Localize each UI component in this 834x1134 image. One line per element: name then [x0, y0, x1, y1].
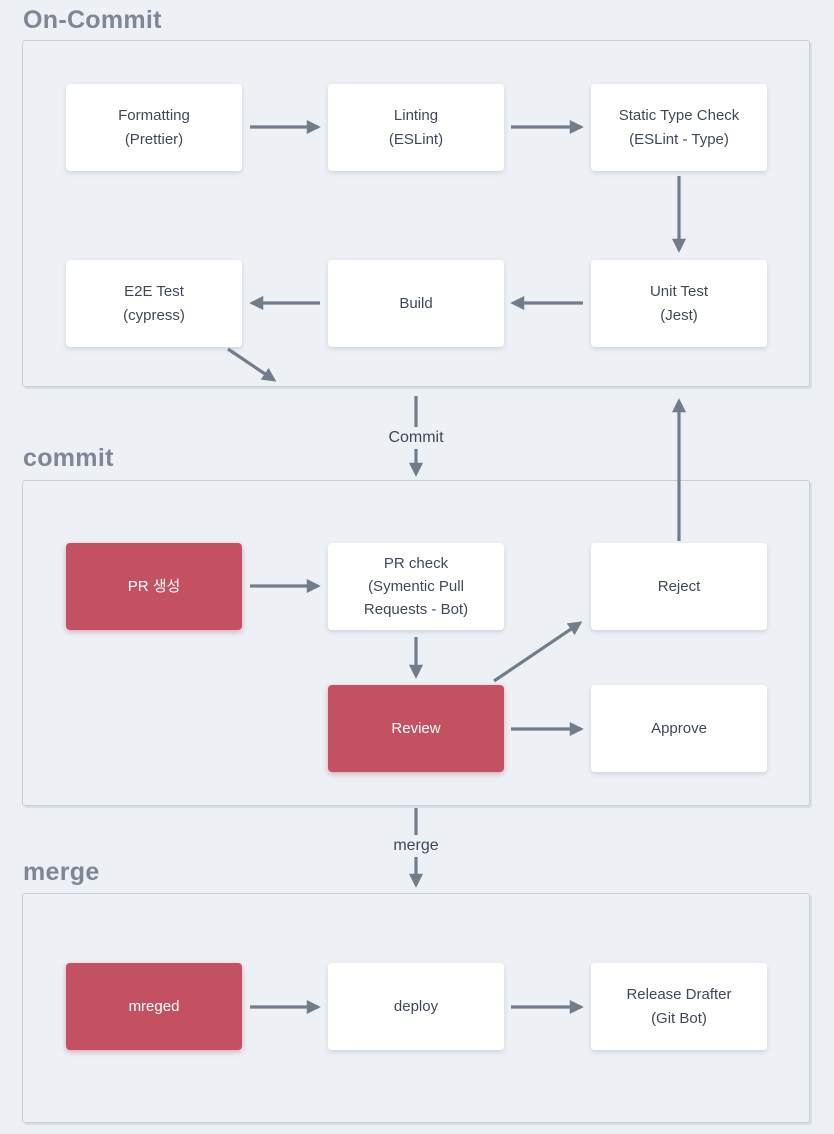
node-build-label: Build — [399, 294, 433, 312]
node-static-type-check-label: Static Type Check (ESLint - Type) — [618, 107, 740, 148]
node-release-drafter[interactable]: Release Drafter (Git Bot) — [591, 963, 767, 1050]
node-build[interactable]: Build — [328, 260, 504, 347]
node-pr-create[interactable]: PR 생성 — [66, 543, 242, 630]
section-frame-merge — [22, 893, 810, 1123]
node-approve[interactable]: Approve — [591, 685, 767, 772]
node-unit-test-label: Unit Test (Jest) — [649, 283, 709, 324]
node-review[interactable]: Review — [328, 685, 504, 772]
node-formatting[interactable]: Formatting (Prettier) — [66, 84, 242, 171]
node-unit-test[interactable]: Unit Test (Jest) — [591, 260, 767, 347]
node-static-type-check[interactable]: Static Type Check (ESLint - Type) — [591, 84, 767, 171]
node-mreged[interactable]: mreged — [66, 963, 242, 1050]
node-pr-check[interactable]: PR check (Symentic Pull Requests - Bot) — [328, 543, 504, 630]
node-deploy[interactable]: deploy — [328, 963, 504, 1050]
node-release-drafter-label: Release Drafter (Git Bot) — [626, 986, 732, 1027]
node-pr-check-label: PR check (Symentic Pull Requests - Bot) — [363, 554, 469, 619]
node-e2e-test-label: E2E Test (cypress) — [123, 283, 185, 324]
section-title-merge: merge — [23, 858, 100, 886]
node-formatting-label: Formatting (Prettier) — [118, 107, 190, 148]
node-reject-label: Reject — [657, 577, 701, 595]
node-mreged-label: mreged — [128, 997, 180, 1015]
node-pr-create-label: PR 생성 — [127, 577, 181, 595]
section-frame-on-commit — [22, 40, 810, 387]
node-approve-label: Approve — [651, 719, 707, 737]
node-linting[interactable]: Linting (ESLint) — [328, 84, 504, 171]
node-review-label: Review — [391, 719, 441, 737]
node-reject[interactable]: Reject — [591, 543, 767, 630]
section-frame-commit — [22, 480, 810, 806]
node-linting-label: Linting (ESLint) — [388, 107, 444, 148]
node-e2e-test[interactable]: E2E Test (cypress) — [66, 260, 242, 347]
node-deploy-label: deploy — [393, 997, 439, 1015]
edge-label-commit: Commit — [382, 427, 450, 449]
section-title-on-commit: On-Commit — [23, 6, 162, 34]
edge-label-merge: merge — [387, 835, 445, 857]
section-title-commit: commit — [23, 444, 114, 472]
